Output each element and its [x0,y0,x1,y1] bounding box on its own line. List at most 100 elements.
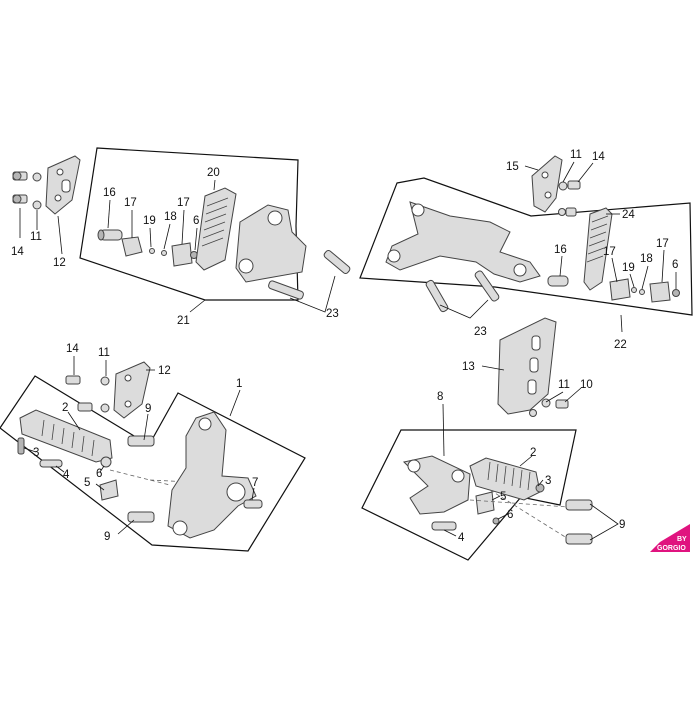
callout-label: 17 [124,197,137,209]
panel-top-left [79,147,299,301]
callout-label: 3 [545,475,551,487]
brand-logo-shape [650,524,690,552]
callout-label: 14 [11,246,24,258]
ball-part [149,248,155,254]
pin-part [547,275,569,287]
callout-label: 9 [619,519,625,531]
washer-part [558,208,566,216]
plate-part [171,242,193,267]
rider-bracket-main [167,411,257,539]
nut-part [672,289,680,297]
screw-part [65,375,81,385]
washer-part [529,409,537,417]
callout-label: 17 [177,197,190,209]
callout-label: 11 [30,231,42,243]
nut-part [535,483,545,493]
callout-label: 7 [252,477,258,489]
spring-part [99,479,119,501]
callout-label: 6 [96,468,102,480]
heel-guard-plate [113,361,151,419]
callout-labels: 14 11 12 16 17 19 18 17 6 20 21 23 15 11… [11,149,678,544]
callout-label: 23 [474,326,487,338]
washer-part [558,181,568,191]
callout-label: 16 [103,187,116,199]
callout-label: 13 [462,361,475,373]
callout-label: 2 [62,402,68,414]
panel-top-right [359,177,693,316]
bolt-part [268,280,304,300]
callout-label: 12 [158,365,171,377]
callout-label: 18 [164,211,177,223]
bolt-part [565,499,593,511]
callout-label: 24 [622,209,635,221]
callout-label: 9 [145,403,151,415]
callout-label: 5 [84,477,90,489]
callout-label: 23 [326,308,339,320]
callout-label: 20 [207,167,220,179]
brand-logo-top-text: BY [677,536,687,543]
brand-logo-bottom-text: GORGIO [657,545,686,552]
top-right-assembly [385,155,680,313]
callout-label: 6 [507,509,513,521]
bolt-part [565,533,593,545]
bottom-right-assembly [402,317,593,545]
screw-part [567,180,581,190]
callout-label: 6 [672,259,678,271]
callout-label: 21 [177,315,190,327]
callout-label: 5 [500,491,506,503]
top-left-screws [12,155,81,215]
callout-label: 11 [570,149,582,161]
callout-label: 11 [558,379,570,391]
washer-part [32,172,42,182]
ball-part [631,287,637,293]
pin-part [243,499,263,509]
washer-part [100,403,110,413]
footpeg-part [583,207,613,291]
callout-label: 14 [592,151,605,163]
washer-part [32,200,42,210]
screw-part [77,402,93,412]
top-left-assembly [97,187,351,300]
callout-label: 15 [506,161,519,173]
callout-label: 10 [580,379,593,391]
rider-bracket-left [235,204,307,283]
bushing-part [121,236,143,257]
callout-label: 16 [554,244,567,256]
bolt-part [474,270,500,302]
screw-part [565,207,577,217]
bolt-part [425,279,449,313]
callout-label: 18 [640,253,653,265]
plate-part [649,281,671,303]
pin-part [17,437,25,455]
washer-part [100,376,110,386]
ball-part [639,289,645,295]
callout-label: 22 [614,339,627,351]
bolt-part [127,435,155,447]
callout-label: 19 [143,215,156,227]
callout-label: 4 [63,469,70,481]
pin-part [431,521,457,531]
callout-label: 19 [622,262,635,274]
passenger-bracket-lower [402,455,471,515]
callout-label: 1 [236,378,242,390]
callout-label: 14 [66,343,79,355]
panel-bottom-right [361,429,577,561]
callout-label: 11 [98,347,110,359]
callout-label: 8 [437,391,443,403]
pin-part [39,459,63,468]
clip-part [492,517,500,525]
callout-label: 6 [193,215,199,227]
leader-lines [19,161,677,541]
callout-label: 12 [53,257,66,269]
callout-label: 17 [603,246,616,258]
footpeg-part [19,409,113,463]
screw-part [12,171,28,181]
bolt-part [127,511,155,523]
washer-part [100,456,112,468]
callout-label: 9 [104,531,110,543]
footpeg-part [195,187,237,271]
brand-logo: BY GORGIO [650,524,690,552]
screw-part [12,194,28,204]
spring-part [475,491,495,515]
